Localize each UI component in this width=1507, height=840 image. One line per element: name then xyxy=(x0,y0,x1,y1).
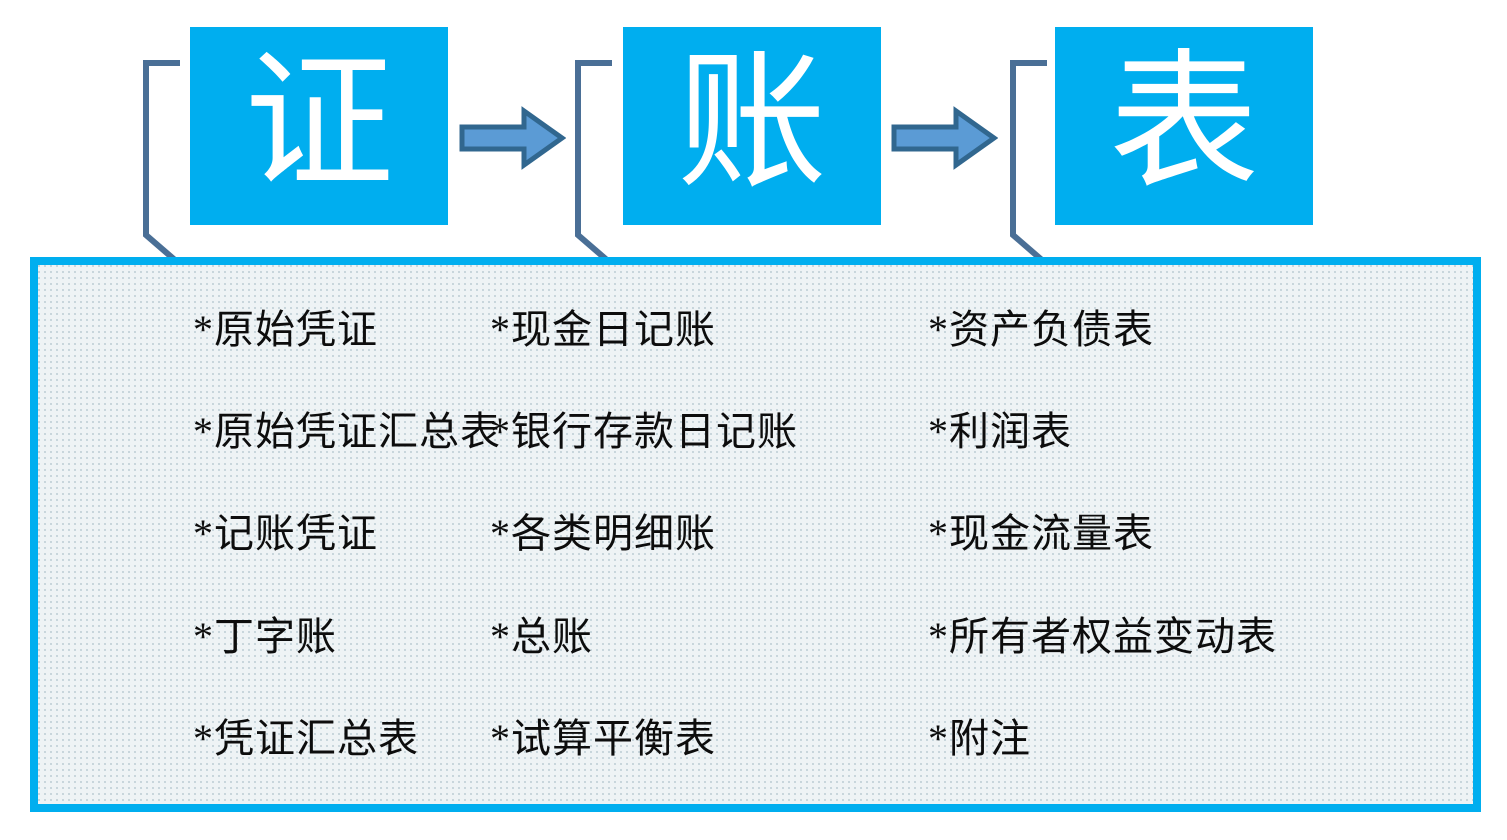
column-ledger: *现金日记账 *银行存款日记账 *各类明细账 *总账 *试算平衡表 xyxy=(478,265,908,804)
list-item: *原始凭证 xyxy=(193,307,378,353)
list-item: *利润表 xyxy=(928,409,1072,455)
list-item: *所有者权益变动表 xyxy=(928,613,1277,659)
list-item: *现金日记账 xyxy=(490,307,716,353)
list-item: *各类明细账 xyxy=(490,511,716,557)
list-item: *丁字账 xyxy=(193,613,337,659)
list-item: *总账 xyxy=(490,613,593,659)
list-item: *附注 xyxy=(928,715,1031,761)
documents-panel: *原始凭证 *原始凭证汇总表 *记账凭证 *丁字账 *凭证汇总表 *现金日记账 … xyxy=(30,257,1481,812)
arrow-ledger-to-statement-icon xyxy=(891,106,998,170)
list-item: *记账凭证 xyxy=(193,511,378,557)
list-item: *资产负债表 xyxy=(928,307,1154,353)
column-voucher: *原始凭证 *原始凭证汇总表 *记账凭证 *丁字账 *凭证汇总表 xyxy=(38,265,501,804)
stage-box-statement[interactable]: 表 xyxy=(1055,27,1313,225)
list-item: *原始凭证汇总表 xyxy=(193,409,501,455)
list-item: *银行存款日记账 xyxy=(490,409,798,455)
arrow-voucher-to-ledger-icon xyxy=(459,106,566,170)
list-item: *试算平衡表 xyxy=(490,715,716,761)
stage-glyph-ledger: 账 xyxy=(676,38,827,206)
stage-box-voucher[interactable]: 证 xyxy=(190,27,448,225)
column-statement: *资产负债表 *利润表 *现金流量表 *所有者权益变动表 *附注 xyxy=(908,265,1473,804)
list-item: *凭证汇总表 xyxy=(193,715,419,761)
stage-box-ledger[interactable]: 账 xyxy=(623,27,881,225)
stage-glyph-voucher: 证 xyxy=(243,38,394,206)
list-item: *现金流量表 xyxy=(928,511,1154,557)
stage-glyph-statement: 表 xyxy=(1108,38,1259,206)
